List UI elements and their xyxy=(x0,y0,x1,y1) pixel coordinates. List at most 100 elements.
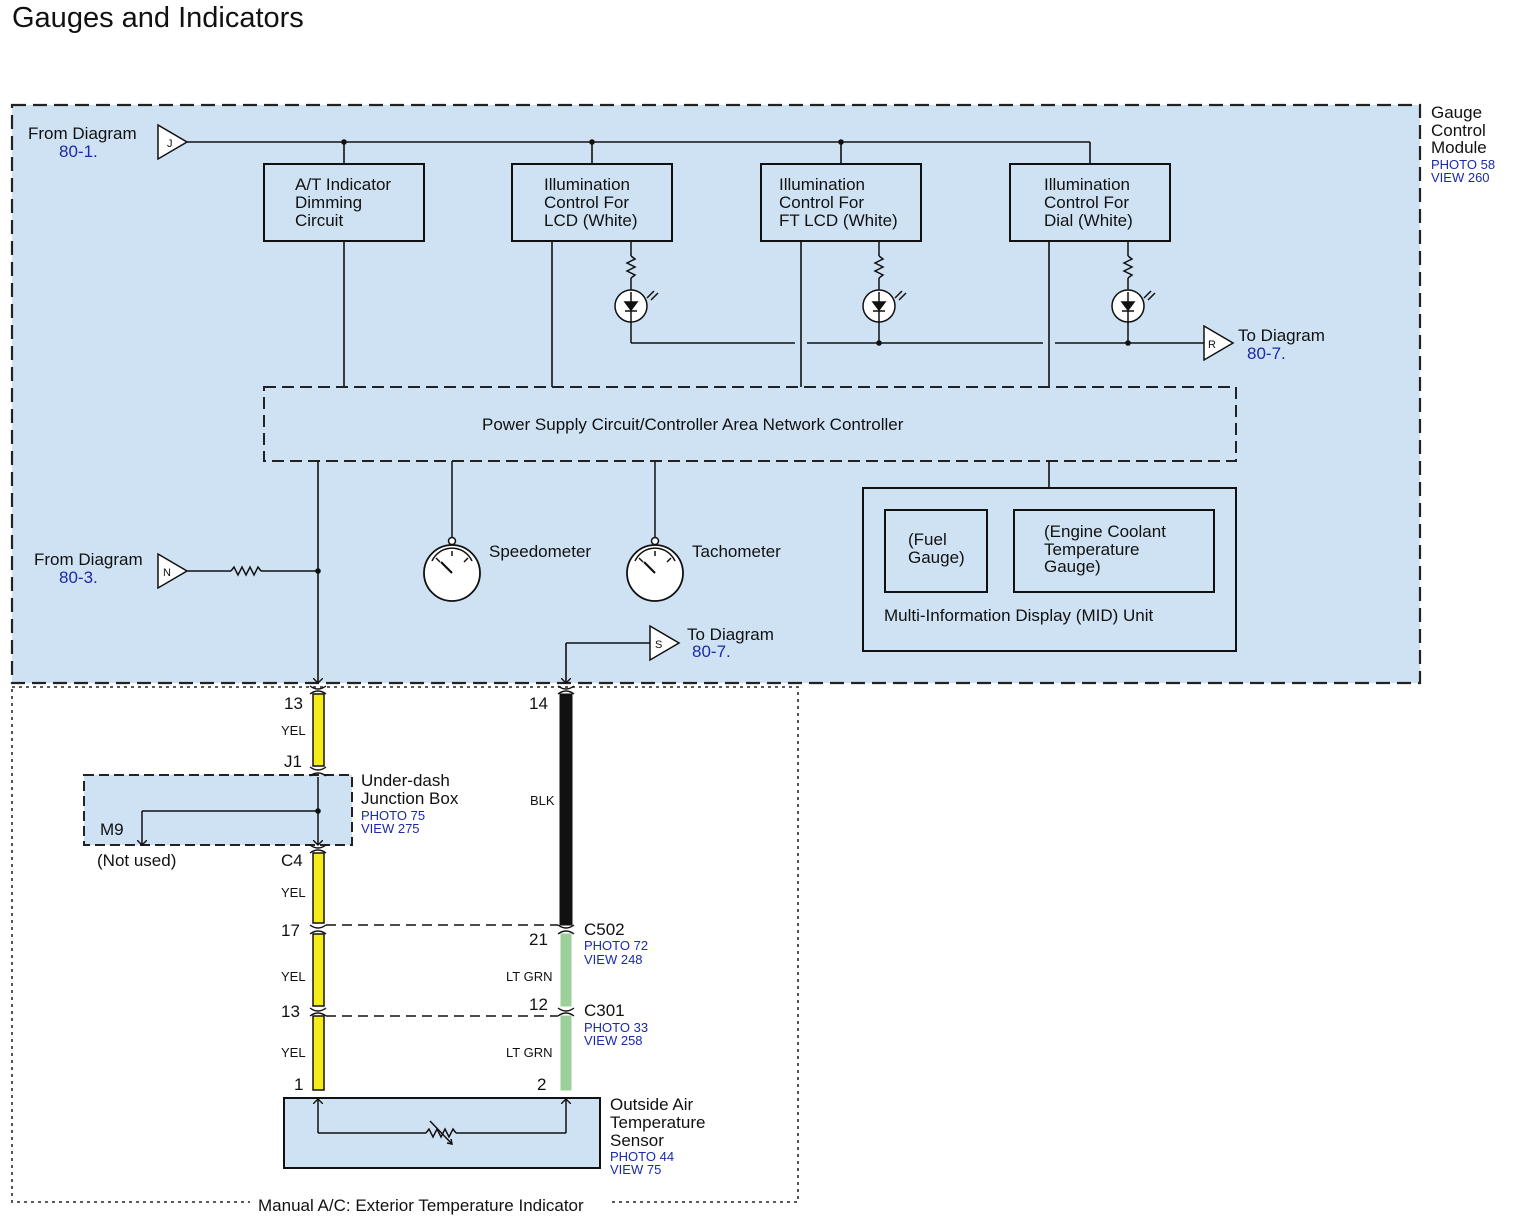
illum-ftlcd-line-1: Illumination xyxy=(779,175,865,194)
sensor-view-ref: VIEW 75 xyxy=(610,1162,661,1177)
section-label-bg xyxy=(250,1194,610,1212)
junction-box-line-2: Junction Box xyxy=(361,789,459,808)
speedometer-symbol xyxy=(423,461,481,602)
top-bus-dots xyxy=(341,139,844,145)
module-name-line-3: Module xyxy=(1431,138,1487,157)
module-name-line-1: Gauge xyxy=(1431,103,1482,122)
connector-r-ref: 80-7. xyxy=(1247,344,1286,363)
mid-unit-box xyxy=(862,487,1237,652)
at-dimming-line-1: A/T Indicator xyxy=(295,175,391,194)
gauge-control-module-region xyxy=(10,103,1422,685)
c502-photo-ref: PHOTO 72 xyxy=(584,938,648,953)
connector-n-resistor-wire xyxy=(187,565,318,577)
wire-color-yel-1: YEL xyxy=(281,723,306,738)
connector-r: R xyxy=(1203,324,1235,362)
module-photo-ref: PHOTO 58 xyxy=(1431,157,1495,172)
connector-n-ref: 80-3. xyxy=(59,568,98,587)
pin-right-21: 21 xyxy=(529,930,548,949)
pin-right-12: 12 xyxy=(529,995,548,1014)
junction-box-photo-ref: PHOTO 75 xyxy=(361,808,425,823)
connector-n-label: From Diagram xyxy=(34,550,143,569)
tachometer-symbol xyxy=(626,461,684,602)
connector-n: N xyxy=(157,552,189,590)
left-connector-marks xyxy=(309,685,327,1017)
coolant-gauge-line-3: Gauge) xyxy=(1044,557,1101,576)
connector-j-ref: 80-1. xyxy=(59,142,98,161)
illum-dial-line-3: Dial (White) xyxy=(1044,211,1133,230)
svg-text:S: S xyxy=(655,639,662,651)
illum-ftlcd-line-3: FT LCD (White) xyxy=(779,211,898,230)
connector-s: S xyxy=(649,624,681,662)
mid-unit-label: Multi-Information Display (MID) Unit xyxy=(884,606,1153,625)
block-output-wires xyxy=(343,241,1050,387)
top-bus-wires xyxy=(187,141,1091,164)
sensor-name-line-2: Temperature xyxy=(610,1113,705,1132)
connector-dashed-links xyxy=(326,924,558,1017)
yel-wire-segments xyxy=(312,693,325,1091)
speedometer-label: Speedometer xyxy=(489,542,591,561)
illum-lcd-block xyxy=(511,163,673,242)
connector-r-label: To Diagram xyxy=(1238,326,1325,345)
c502-view-ref: VIEW 248 xyxy=(584,952,643,967)
power-supply-label: Power Supply Circuit/Controller Area Net… xyxy=(482,415,904,434)
at-dimming-line-2: Dimming xyxy=(295,193,362,212)
at-dimming-line-3: Circuit xyxy=(295,211,343,230)
led-branch-lcd xyxy=(614,241,659,343)
blk-wire-segment xyxy=(559,693,573,926)
led-branch-dial xyxy=(1111,241,1156,343)
section-label: Manual A/C: Exterior Temperature Indicat… xyxy=(258,1196,584,1215)
c301-view-ref: VIEW 258 xyxy=(584,1033,643,1048)
c301-name: C301 xyxy=(584,1001,625,1020)
wire-color-yel-3: YEL xyxy=(281,969,306,984)
tachometer-label: Tachometer xyxy=(692,542,781,561)
connector-j: J xyxy=(157,123,189,161)
wire-color-ltgrn-1: LT GRN xyxy=(506,969,552,984)
connector-s-ref: 80-7. xyxy=(692,642,731,661)
wire-color-yel-2: YEL xyxy=(281,885,306,900)
module-name-line-2: Control xyxy=(1431,121,1486,140)
junction-box-c4: C4 xyxy=(281,851,303,870)
svg-text:J: J xyxy=(167,138,173,150)
illum-dial-line-1: Illumination xyxy=(1044,175,1130,194)
led-branch-ftlcd xyxy=(862,241,907,343)
pin-left-17: 17 xyxy=(281,921,300,940)
illum-ftlcd-block xyxy=(760,163,922,242)
junction-box-internal-wires xyxy=(142,810,318,845)
pin-left-1: 1 xyxy=(294,1075,303,1094)
svg-text:N: N xyxy=(163,567,171,579)
pin-right-14: 14 xyxy=(529,694,548,713)
c301-photo-ref: PHOTO 33 xyxy=(584,1020,648,1035)
pin-left-13-top: 13 xyxy=(284,694,303,713)
wire-color-yel-4: YEL xyxy=(281,1045,306,1060)
junction-box-j1: J1 xyxy=(284,752,302,771)
pin-left-13-mid: 13 xyxy=(281,1002,300,1021)
c502-name: C502 xyxy=(584,920,625,939)
sensor-name-line-1: Outside Air xyxy=(610,1095,693,1114)
sensor-internal-wire xyxy=(318,1099,566,1145)
fuel-gauge-box xyxy=(884,509,988,593)
wire-color-blk: BLK xyxy=(530,793,555,808)
junction-box-line-1: Under-dash xyxy=(361,771,450,790)
coolant-gauge-box xyxy=(1013,509,1215,593)
wire-color-ltgrn-2: LT GRN xyxy=(506,1045,552,1060)
connector-s-wire xyxy=(566,642,650,683)
right-connector-marks xyxy=(557,685,575,1017)
coolant-gauge-line-2: Temperature xyxy=(1044,540,1139,559)
module-view-ref: VIEW 260 xyxy=(1431,170,1490,185)
svg-text:R: R xyxy=(1208,339,1216,351)
illum-lcd-line-2: Control For xyxy=(544,193,629,212)
illum-lcd-line-1: Illumination xyxy=(544,175,630,194)
junction-box-region xyxy=(83,774,353,846)
power-supply-can-controller xyxy=(263,386,1237,462)
pin-right-2: 2 xyxy=(537,1075,546,1094)
sensor-name-line-3: Sensor xyxy=(610,1131,664,1150)
junction-box-m9: M9 xyxy=(100,820,124,839)
illum-ftlcd-line-2: Control For xyxy=(779,193,864,212)
coolant-gauge-line-1: (Engine Coolant xyxy=(1044,522,1166,541)
illum-dial-block xyxy=(1009,163,1171,242)
junction-box-view-ref: VIEW 275 xyxy=(361,821,420,836)
connector-s-label: To Diagram xyxy=(687,625,774,644)
sensor-photo-ref: PHOTO 44 xyxy=(610,1149,674,1164)
led-bus-dots xyxy=(876,340,1131,346)
